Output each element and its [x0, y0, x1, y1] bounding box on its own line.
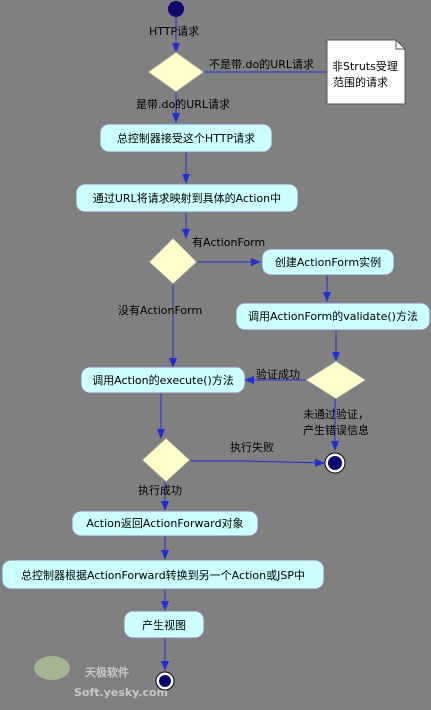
label-validate-fail-2: 产生错误信息 — [303, 423, 369, 437]
activity-execute: 调用Action的execute()方法 — [92, 373, 234, 387]
label-is-do-url: 是带.do的URL请求 — [136, 97, 230, 111]
activity-accept-box — [99, 123, 273, 153]
watermark-logo-icon — [34, 656, 70, 680]
edge-decision4-to-end1 — [190, 458, 325, 467]
edges — [157, 16, 340, 671]
activity-return-forward-box — [71, 510, 259, 537]
activity-create-form-box — [261, 248, 395, 276]
activity-map: 通过URL将请求映射到具体的Action中 — [93, 191, 281, 205]
note-non-struts: 非Struts受理 范围的请求 — [326, 39, 406, 105]
watermark-cn: 天极软件 — [85, 665, 129, 679]
note-line2: 范围的请求 — [333, 75, 388, 89]
watermark-en: Soft.yesky.com — [74, 686, 168, 699]
activity-validate: 调用ActionForm的validate()方法 — [248, 309, 418, 323]
edge-labels: HTTP请求 不是带.do的URL请求 是带.do的URL请求 有ActionF… — [118, 25, 369, 497]
note-line1: 非Struts受理 — [332, 60, 398, 73]
label-validate-ok: 验证成功 — [256, 367, 300, 381]
label-exec-fail: 执行失败 — [230, 440, 274, 454]
end-node-failure — [324, 452, 346, 474]
decision-execute-result — [141, 437, 191, 483]
label-validate-fail-1: 未通过验证， — [303, 407, 369, 421]
decision-validation — [305, 360, 367, 400]
decision-has-form — [148, 237, 198, 285]
end-node-final — [155, 671, 175, 691]
activity-forward: 总控制器根据ActionForward转换到另一个Action或JSP中 — [21, 568, 305, 582]
label-exec-ok: 执行成功 — [138, 483, 182, 497]
activity-accept: 总控制器接受这个HTTP请求 — [117, 131, 255, 145]
activity-map-box — [75, 183, 299, 213]
activity-forward-box — [1, 559, 325, 590]
decision-url-type — [147, 51, 205, 93]
watermark: 天极软件 Soft.yesky.com — [34, 656, 168, 699]
activity-execute-box — [80, 366, 246, 394]
activity-create-form: 创建ActionForm实例 — [275, 255, 381, 269]
label-has-form: 有ActionForm — [192, 235, 265, 249]
activity-validate-box — [235, 302, 431, 331]
activity-return-forward: Action返回ActionForward对象 — [86, 516, 243, 530]
label-no-form: 没有ActionForm — [118, 303, 202, 317]
label-not-do-url: 不是带.do的URL请求 — [209, 57, 314, 71]
label-http-request: HTTP请求 — [149, 25, 199, 38]
start-node — [168, 1, 184, 17]
activity-view-box — [123, 610, 205, 639]
activity-view: 产生视图 — [142, 618, 186, 632]
